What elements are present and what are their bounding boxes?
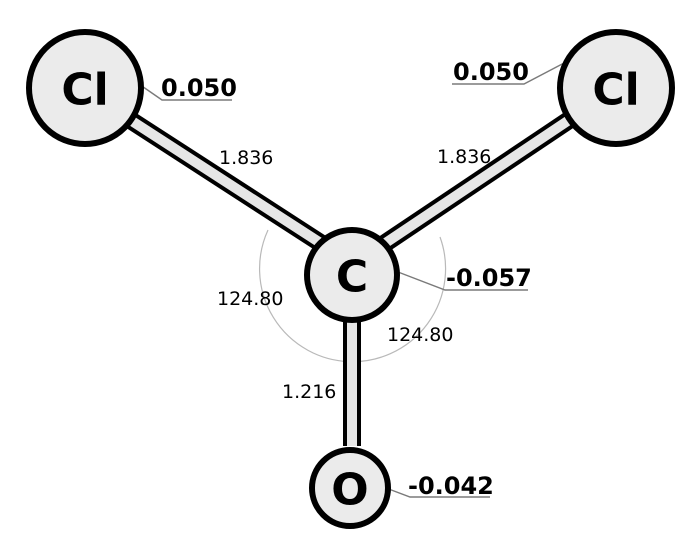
bond-length-c-o: 1.216	[282, 381, 336, 403]
atom-label-carbon: C	[336, 252, 368, 303]
leader-oxygen	[385, 487, 490, 498]
leader-cl-left	[135, 81, 232, 101]
charge-cl-left: 0.050	[161, 74, 237, 102]
bond-angle-right: 124.80	[387, 324, 453, 346]
atom-cl-right: Cl	[557, 29, 675, 147]
bond-angle-left: 124.80	[217, 288, 283, 310]
atom-label-oxygen: O	[331, 465, 368, 516]
atom-label-cl-right: Cl	[592, 65, 639, 116]
charge-carbon: -0.057	[446, 264, 532, 292]
bond-c-cl-left	[113, 104, 327, 252]
charge-cl-right: 0.050	[453, 58, 529, 86]
leader-carbon	[397, 271, 528, 291]
bond-c-cl-right	[378, 110, 578, 252]
atom-oxygen: O	[309, 447, 391, 529]
atom-carbon: C	[304, 227, 400, 323]
charge-oxygen: -0.042	[408, 472, 494, 500]
atom-label-cl-left: Cl	[61, 65, 108, 116]
bond-length-c-cl-left: 1.836	[219, 147, 273, 169]
bond-length-c-cl-right: 1.836	[437, 146, 491, 168]
leader-cl-right	[452, 61, 567, 85]
atom-cl-left: Cl	[26, 29, 144, 147]
